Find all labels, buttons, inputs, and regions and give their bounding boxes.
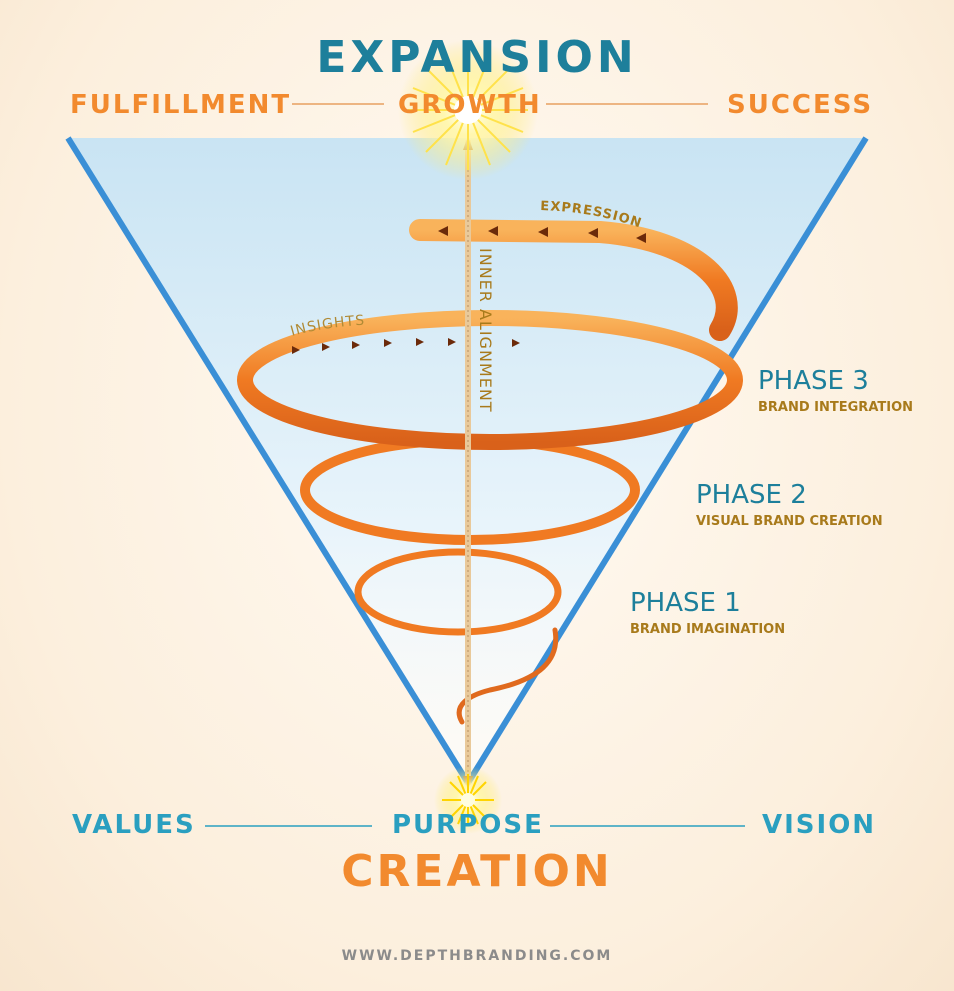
spiral-tail — [456, 627, 559, 725]
expansion-title: EXPANSION — [316, 32, 638, 83]
creation-title: CREATION — [341, 846, 613, 897]
phase-3-title: PHASE 3 — [758, 366, 869, 396]
arrow-mark — [636, 233, 646, 243]
phase-1-subtitle: BRAND IMAGINATION — [630, 622, 786, 637]
arrow-mark — [488, 226, 498, 236]
arrow-mark — [438, 226, 448, 236]
expression-arrows — [438, 226, 646, 243]
arrow-mark — [538, 227, 548, 237]
spiral-loop-1 — [354, 548, 562, 636]
growth-label: GROWTH — [398, 90, 542, 120]
sunburst-icon-top — [398, 40, 538, 180]
phase-2-subtitle: VISUAL BRAND CREATION — [696, 514, 883, 529]
success-label: SUCCESS — [727, 90, 874, 120]
arrow-mark — [384, 339, 392, 347]
spiral-top-arm — [409, 219, 738, 341]
fulfillment-label: FULFILLMENT — [70, 90, 292, 120]
cone-left-edge — [65, 136, 471, 785]
arrow-mark — [588, 228, 598, 238]
purpose-label: PURPOSE — [392, 810, 544, 840]
inner-alignment-label: INNER ALIGNMENT — [476, 248, 495, 413]
website-link[interactable]: WWW.DEPTHBRANDING.COM — [341, 948, 613, 964]
arrow-mark — [448, 338, 456, 346]
arrow-mark — [352, 341, 360, 349]
arrow-mark — [322, 343, 330, 351]
vision-label: VISION — [762, 810, 877, 840]
insights-arrows — [292, 338, 520, 354]
phase-3-subtitle: BRAND INTEGRATION — [758, 400, 914, 415]
phase-1-title: PHASE 1 — [630, 588, 741, 618]
sunburst-icon-bottom — [434, 766, 502, 834]
arrow-mark — [512, 339, 520, 347]
spiral-loop-3 — [237, 310, 743, 450]
phase-2-title: PHASE 2 — [696, 480, 807, 510]
values-label: VALUES — [72, 810, 196, 840]
arrow-mark — [292, 346, 300, 354]
arrow-mark — [416, 338, 424, 346]
